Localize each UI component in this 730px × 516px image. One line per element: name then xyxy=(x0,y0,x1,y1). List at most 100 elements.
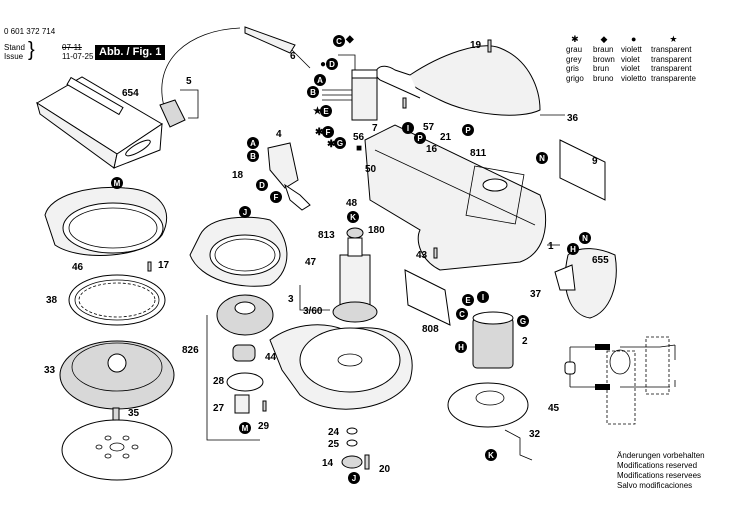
connector-E-marker: E xyxy=(462,294,474,306)
legend-text: brun xyxy=(593,64,610,73)
connector-label: F xyxy=(326,128,331,137)
connector-label: D xyxy=(259,181,265,190)
grey-marker-icon: ✱ xyxy=(315,127,324,138)
part-label: 35 xyxy=(128,408,140,419)
part-label: 808 xyxy=(422,324,439,335)
connector-D-marker: D xyxy=(326,58,338,70)
stand-value: 07-11 xyxy=(62,43,82,52)
part-label: 654 xyxy=(122,88,139,99)
legend-text: bruno xyxy=(593,73,614,83)
connector-label: M xyxy=(114,179,121,188)
part-label: 3/60 xyxy=(303,306,323,317)
legend-col-grey: ✱ grau grey gris grigo xyxy=(566,34,584,83)
connector-I-marker: I xyxy=(477,291,489,303)
part-label: 826 xyxy=(182,345,199,356)
part-label: 44 xyxy=(265,352,277,363)
legend-text: violet xyxy=(621,64,640,73)
note-line: Modifications reserved xyxy=(617,461,698,470)
part-label: 20 xyxy=(379,464,391,475)
connector-label: B xyxy=(250,152,256,161)
connector-label: D xyxy=(329,60,335,69)
issue-value: 11-07-25 xyxy=(62,52,94,61)
connector-label: E xyxy=(465,296,471,305)
part-label: 6 xyxy=(290,51,296,62)
connector-N-marker: N xyxy=(536,152,548,164)
part-label: 29 xyxy=(258,421,270,432)
legend-text: transparent xyxy=(651,54,692,64)
part-label: 180 xyxy=(368,225,385,236)
part-label: 32 xyxy=(529,429,541,440)
fan xyxy=(206,294,274,441)
connector-J-marker: J xyxy=(348,472,360,484)
part-label: 7 xyxy=(372,123,378,134)
part-label: 16 xyxy=(426,144,438,155)
part-label: 3 xyxy=(288,294,294,305)
part-labels: 654 5 6 4 18 46 17 38 33 35 826 28 27 29… xyxy=(44,40,609,475)
part-label: 5 xyxy=(186,76,192,87)
part-label: 24 xyxy=(328,427,340,438)
part-label: 813 xyxy=(318,230,335,241)
connector-C-marker: C xyxy=(333,35,345,47)
legend-text: grau xyxy=(566,45,583,54)
part-label: 28 xyxy=(213,376,225,387)
part-label: 4 xyxy=(276,129,282,140)
connector-markers: A B C D E F G I P P N N H A B D F M J K … xyxy=(111,35,591,484)
connector-label: A xyxy=(317,76,323,85)
connector-label: I xyxy=(407,124,409,133)
connector-label: K xyxy=(350,213,356,222)
stand-label: Stand xyxy=(4,43,25,52)
field-coil xyxy=(472,311,514,369)
connector-C-marker: C xyxy=(456,308,468,320)
fan-housing xyxy=(44,186,168,256)
legend-col-transparent: ★ transparent transparent transparent tr… xyxy=(651,34,696,83)
label-plate-808 xyxy=(404,269,451,326)
switch xyxy=(267,142,311,211)
grey-marker-icon: ✱ xyxy=(327,139,336,150)
part-label: 655 xyxy=(592,255,609,266)
part-label: 14 xyxy=(322,458,334,469)
color-markers: ◆ ● ★ ✱ ✱ ■ xyxy=(313,34,362,154)
connector-N-marker: N xyxy=(579,232,591,244)
part-label: 21 xyxy=(440,132,452,143)
part-label: 1 xyxy=(548,241,554,252)
label-plate-9 xyxy=(559,139,606,201)
connector-E-marker: E xyxy=(320,105,332,117)
violet-marker-icon: ● xyxy=(320,59,326,70)
connector-B-marker: B xyxy=(247,150,259,162)
figure-badge: Abb. / Fig. 1 xyxy=(95,45,166,60)
part-label: 37 xyxy=(530,289,542,300)
legend-text: grigo xyxy=(566,73,584,83)
connector-G-marker: G xyxy=(334,137,346,149)
violet-marker-icon: ● xyxy=(630,34,637,44)
connector-K-marker: K xyxy=(347,211,359,223)
connector-label: C xyxy=(336,37,342,46)
legend-text: gris xyxy=(566,64,579,73)
part-label: 2 xyxy=(522,336,528,347)
note-line: Modifications reservees xyxy=(617,471,702,480)
legend-text: violett xyxy=(621,45,642,54)
screws xyxy=(147,39,492,412)
part-label: 50 xyxy=(365,164,377,175)
part-label: 47 xyxy=(305,257,317,268)
sanding-sheet xyxy=(61,407,173,481)
connector-label: K xyxy=(488,451,494,460)
part-label: 17 xyxy=(158,260,170,271)
legend-text: violetto xyxy=(621,73,647,83)
dust-guard xyxy=(189,216,288,287)
connector-label: E xyxy=(323,107,329,116)
connector-M-marker: M xyxy=(111,177,123,189)
connector-label: A xyxy=(250,139,256,148)
square-marker-icon: ■ xyxy=(356,143,362,154)
connector-F-marker: F xyxy=(270,191,282,203)
connector-label: I xyxy=(482,293,484,302)
part-label: 25 xyxy=(328,439,340,450)
connector-D-marker: D xyxy=(256,179,268,191)
note-line: Salvo modificaciones xyxy=(617,481,693,490)
connector-label: N xyxy=(539,154,545,163)
part-number: 0 601 372 714 xyxy=(4,27,56,36)
part-label: 57 xyxy=(423,122,435,133)
connector-P-marker: P xyxy=(414,132,426,144)
connector-label: C xyxy=(459,310,465,319)
bottom-cover xyxy=(447,382,533,461)
grey-marker-icon: ✱ xyxy=(571,34,579,44)
